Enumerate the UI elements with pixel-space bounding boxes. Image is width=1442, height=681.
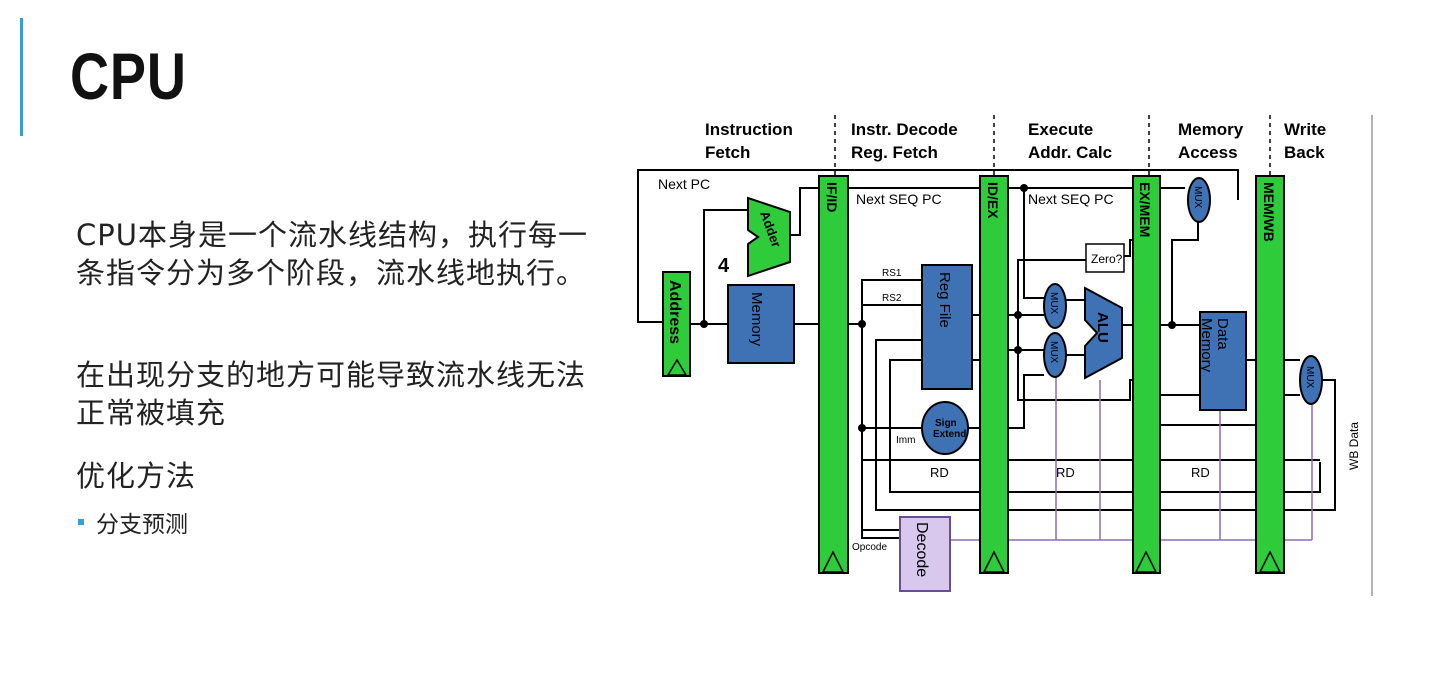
bullet-marker — [78, 519, 84, 525]
rd-label-3: RD — [1191, 465, 1210, 480]
data-memory: Data Memory — [1198, 311, 1247, 411]
rd-label-1: RD — [930, 465, 949, 480]
next-seq-pc-label-2: Next SEQ PC — [1028, 191, 1114, 207]
stage-if-line2: Fetch — [705, 143, 750, 162]
stage-mem-line2: Access — [1178, 143, 1238, 162]
stage-ex-line1: Execute — [1028, 120, 1093, 139]
svg-text:MUX: MUX — [1048, 341, 1059, 364]
bullet-text: 分支预测 — [96, 512, 188, 538]
zero-box: Zero? — [1085, 243, 1125, 273]
decode-block: Decode — [899, 516, 951, 592]
stage-wb-line2: Back — [1284, 143, 1325, 162]
instruction-memory: Memory — [727, 284, 795, 364]
stage-ex-line2: Addr. Calc — [1028, 143, 1112, 162]
paragraph-branch: 在出现分支的地方可能导致流水线无法正常被填充 — [76, 358, 587, 430]
imm-label: Imm — [896, 435, 915, 446]
paragraph-pipeline: CPU本身是一个流水线结构，执行每一条指令分为多个阶段，流水线地执行。 — [76, 218, 588, 290]
stage-if-line1: Instruction — [705, 120, 793, 139]
zero-label: Zero? — [1091, 252, 1123, 266]
wb-data-label: WB Data — [1347, 422, 1361, 470]
alu-label: ALU — [1094, 312, 1111, 343]
pipeline-register-ex-mem: EX/MEM — [1132, 175, 1161, 574]
stage-mem-line1: Memory — [1178, 120, 1244, 139]
mux-writeback: MUX — [1299, 355, 1323, 405]
if-id-label: IF/ID — [824, 182, 840, 212]
pipeline-register-id-ex: ID/EX — [979, 175, 1009, 574]
four-label: 4 — [718, 255, 730, 277]
svg-text:MUX: MUX — [1048, 292, 1059, 315]
bullet-item: 分支预测 — [78, 505, 188, 539]
accent-bar — [20, 18, 23, 136]
next-pc-label: Next PC — [658, 176, 710, 192]
rd-label-2: RD — [1056, 465, 1075, 480]
sign-extend-line2: Extend — [933, 429, 966, 440]
alu: ALU — [1084, 286, 1123, 380]
adder: Adder 4 — [718, 196, 791, 278]
next-seq-pc-label-1: Next SEQ PC — [856, 191, 942, 207]
slide-title: CPU — [70, 39, 187, 113]
mux-alu-b: MUX — [1043, 332, 1067, 378]
stage-id-line1: Instr. Decode — [851, 120, 958, 139]
data-memory-line2: Memory — [1198, 318, 1215, 373]
stage-id-line2: Reg. Fetch — [851, 143, 938, 162]
pipeline-register-if-id: IF/ID — [818, 175, 849, 574]
memory-label: Memory — [748, 292, 765, 347]
rs2-label: RS2 — [882, 293, 902, 304]
sign-extend-line1: Sign — [935, 418, 957, 429]
decode-label: Decode — [913, 522, 930, 577]
mux-branch: MUX — [1187, 177, 1211, 223]
paragraph-optimization: 优化方法 — [76, 459, 197, 493]
stage-wb-line1: Write — [1284, 120, 1326, 139]
sign-extend: Sign Extend — [921, 401, 969, 455]
rs1-label: RS1 — [882, 268, 902, 279]
address-label: Address — [666, 280, 683, 344]
data-memory-line1: Data — [1214, 318, 1231, 350]
id-ex-label: ID/EX — [985, 182, 1001, 219]
ex-mem-label: EX/MEM — [1137, 182, 1153, 237]
opcode-label: Opcode — [852, 542, 887, 553]
svg-text:MUX: MUX — [1304, 366, 1315, 389]
register-file: Reg File — [921, 264, 973, 390]
pipeline-register-mem-wb: MEM/WB — [1255, 175, 1285, 574]
svg-text:MUX: MUX — [1192, 186, 1203, 209]
address-register: Address — [662, 271, 691, 377]
mux-alu-a: MUX — [1043, 283, 1067, 329]
mem-wb-label: MEM/WB — [1261, 182, 1277, 242]
reg-file-label: Reg File — [936, 272, 953, 328]
